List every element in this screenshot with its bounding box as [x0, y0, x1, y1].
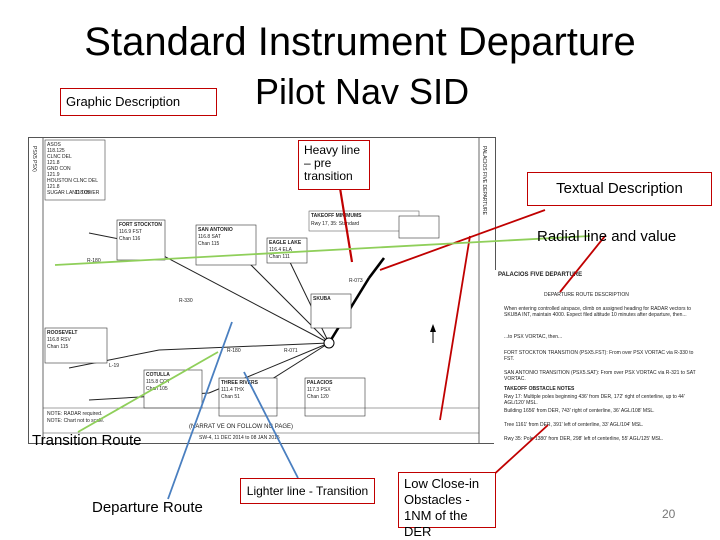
fix-name: THREE RIVERS [221, 380, 258, 386]
text-panel-transition: FORT STOCKTON TRANSITION (PSX5.FST): Fro… [504, 350, 694, 362]
text-panel-para1: When entering controlled airspace, climb… [504, 306, 692, 318]
fix-chan: Chan 111 [269, 254, 290, 260]
freq-line: 118.05 [75, 190, 90, 196]
route-label: L-19 [109, 363, 120, 369]
fix-freq: 111.4 THX [221, 387, 245, 393]
freq-line: CLNC DEL [47, 154, 72, 160]
text-panel-header: PALACIOS FIVE DEPARTURE [498, 272, 583, 278]
fix-freq: 116.8 RSV [47, 337, 71, 343]
chart-note-scale: NOTE: Chart not to scale. [47, 418, 105, 424]
transition-route-label: Transition Route [32, 432, 142, 449]
freq-line: ASOS [47, 142, 61, 148]
fix-chan: Chan 116 [119, 236, 141, 242]
text-panel-obstacle: Rwy 35: Pole 1380' from DER, 298' left o… [504, 436, 664, 442]
fix-freq: 116.9 FST [119, 229, 142, 235]
fix-freq: 116.8 SAT [198, 234, 221, 240]
freq-line: 121.8 [47, 160, 60, 166]
fix-chan: Chan 51 [221, 394, 240, 400]
fix-name: PALACIOS [307, 380, 333, 386]
lighter-line-callout: Lighter line - Transition [240, 478, 375, 504]
fix-name: COTULLA [146, 372, 170, 378]
freq-line: GND CON [47, 166, 71, 172]
fix-chan: Chan 115 [198, 241, 220, 247]
fix-freq: 116.4 ELA [269, 247, 292, 253]
fix-freq: 117.3 PSX [307, 387, 331, 393]
fix-name: SAN ANTONIO [198, 227, 233, 233]
freq-line: SUGAR LAND TOWER [47, 190, 100, 196]
text-panel-para2: ...to PSX VORTAC, then... [504, 334, 563, 340]
fix-chan: Chan 120 [307, 394, 329, 400]
textual-description-callout: Textual Description [527, 172, 712, 206]
fix-name: FORT STOCKTON [119, 222, 162, 228]
takeoff-minimums-title: TAKEOFF MINIMUMS [311, 213, 362, 219]
fix-chan: Chan 115 [47, 344, 69, 350]
route-label: R-180 [87, 258, 101, 264]
radial-line-label: Radial line and value [537, 228, 677, 245]
route-label: R-180 [227, 348, 241, 354]
freq-line: 121.9 [47, 172, 60, 178]
text-panel-transition: SAN ANTONIO TRANSITION (PSX5.SAT): From … [504, 370, 696, 382]
text-panel-obstacle: Rwy 17: Multiple poles beginning 436' fr… [504, 394, 685, 406]
chart-footer: SW-4, 11 DEC 2014 to 08 JAN 2015 [199, 435, 280, 441]
slide-title-line2: Pilot Nav SID [255, 71, 470, 112]
sid-chart-graphic: PSX5 PSX) PALACIOS FIVE DEPARTURE ASOS 1… [28, 137, 496, 444]
text-panel-obstacle: Tree 1161' from DER, 391' left of center… [504, 422, 644, 428]
departure-route-label: Departure Route [92, 499, 203, 516]
fix-name: SKUBA [313, 296, 331, 302]
low-close-in-callout: Low Close-in Obstacles - 1NM of the DER [398, 472, 496, 539]
fix-name: ROOSEVELT [47, 330, 78, 336]
fix-chan: Chan 105 [146, 386, 168, 392]
page-number: 20 [662, 507, 676, 521]
textual-description-panel: PALACIOS FIVE DEPARTURE DEPARTURE ROUTE … [494, 270, 712, 462]
chart-note-radar: NOTE: RADAR required. [47, 411, 103, 417]
sid-chart-svg [42, 138, 480, 443]
slide-title-line1: Standard Instrument Departure [84, 20, 636, 64]
route-label: R-073 [349, 278, 363, 284]
chart-narrative-note: (NARRAT VE ON FOLLOW NG PAGE) [189, 424, 294, 430]
text-panel-section-title: DEPARTURE ROUTE DESCRIPTION [544, 292, 629, 298]
text-panel-transition: TAKEOFF OBSTACLE NOTES [504, 386, 575, 392]
graphic-description-callout: Graphic Description [60, 88, 217, 116]
route-label: R-071 [284, 348, 298, 354]
takeoff-minimums-text: Rwy 17, 35: Standard [311, 221, 360, 227]
route-label: R-330 [179, 298, 193, 304]
transition-routes [68, 232, 330, 401]
fix-name: EAGLE LAKE [269, 240, 302, 246]
freq-line: 121.8 [47, 184, 60, 190]
text-panel-obstacle: Building 1656' from DER, 743' right of c… [504, 408, 655, 414]
chart-right-margin-label: PALACIOS FIVE DEPARTURE [481, 146, 487, 215]
chart-left-margin-label: PSX5 PSX) [31, 146, 37, 172]
freq-line: HOUSTON CLNC DEL [47, 178, 99, 184]
heavy-line-callout: Heavy line – pre transition [298, 140, 370, 190]
freq-line: 118.125 [47, 148, 65, 154]
fix-freq: 115.8 COT [146, 379, 171, 385]
